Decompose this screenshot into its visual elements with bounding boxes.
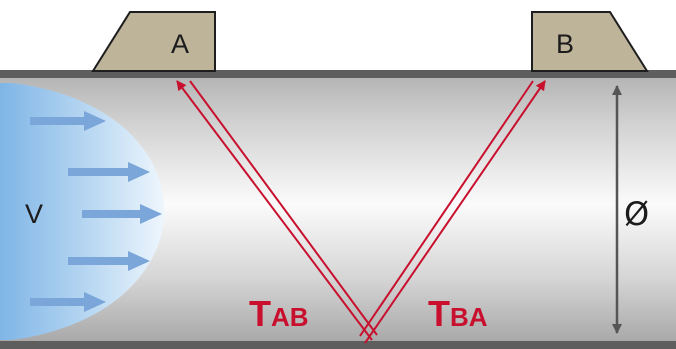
transducer-b	[531, 11, 649, 72]
time-ab-label: TAB	[249, 293, 309, 334]
transducer-a	[91, 11, 216, 72]
transducer-a-label: A	[171, 29, 189, 59]
signal-path-b-down	[359, 80, 534, 337]
time-ba-subscript: BA	[450, 302, 488, 332]
flow-arrow	[68, 251, 150, 271]
velocity-label: V	[25, 199, 43, 229]
signal-path-a-down	[189, 80, 378, 336]
flow-arrow	[68, 162, 150, 182]
signal-paths	[176, 80, 546, 344]
time-ab-main: T	[249, 293, 271, 334]
flow-arrow	[30, 292, 106, 312]
diameter-label: Ø	[624, 195, 649, 233]
time-ab-subscript: AB	[271, 302, 309, 332]
flow-arrow	[30, 111, 106, 131]
pipe-top-wall	[0, 70, 676, 78]
flow-arrows	[30, 111, 162, 312]
flow-arrow	[82, 204, 162, 224]
signal-path-b-to-a-return	[176, 80, 373, 341]
time-ba-main: T	[428, 293, 450, 334]
transducer-b-label: B	[556, 29, 574, 59]
signal-path-to-b	[364, 80, 546, 344]
time-ba-label: TBA	[428, 293, 488, 334]
pipe-bottom-wall	[0, 341, 676, 349]
